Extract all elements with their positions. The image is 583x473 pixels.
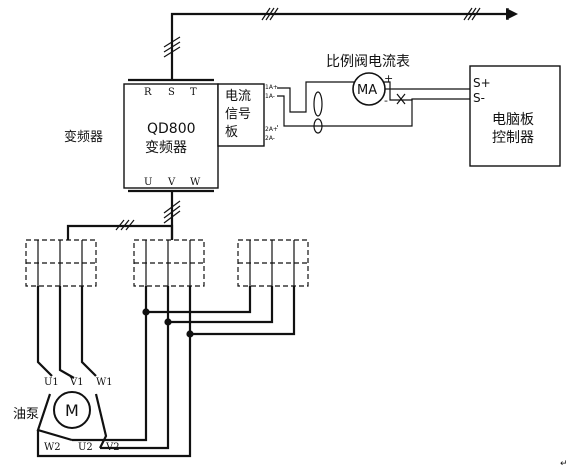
power-feed-line	[163, 7, 518, 80]
motor-terminal-w2: W2	[44, 442, 61, 453]
controller-line2: 控制器	[492, 130, 534, 146]
motor-symbol: M	[65, 401, 79, 420]
inverter-name: 变频器	[145, 140, 187, 156]
controller-block: S+ S- 电脑板 控制器	[469, 65, 561, 167]
output-bus	[66, 191, 181, 240]
terminal-t: T	[190, 87, 197, 98]
controller-s-plus: S+	[473, 76, 491, 90]
signal-board-line2: 信号	[225, 107, 251, 122]
ammeter-plus: +	[384, 72, 393, 85]
signal-board-line3: 板	[225, 125, 238, 140]
arrow-right-icon	[506, 8, 518, 20]
pin-2a-plus: 2A+	[265, 126, 278, 133]
ammeter-symbol: MA	[357, 83, 377, 98]
ammeter: 比例阀电流表 MA + -	[326, 54, 410, 107]
terminal-s: S	[168, 87, 175, 98]
controller-s-minus: S-	[473, 91, 485, 105]
ammeter-minus: -	[384, 94, 388, 107]
motor-wiring	[36, 236, 296, 458]
contactor-group-1	[25, 239, 97, 287]
pin-1a-minus: 1A-	[265, 93, 275, 100]
motor-terminal-v1: V1	[69, 377, 84, 388]
motor-terminal-u1: U1	[44, 377, 59, 388]
pin-2a-minus: 2A-	[265, 135, 275, 142]
motor-terminal-v2: V2	[105, 442, 120, 453]
pin-1a-plus: 1A+	[265, 84, 278, 91]
contactor-group-3	[237, 239, 309, 287]
signal-wiring	[277, 81, 470, 134]
ammeter-title: 比例阀电流表	[326, 54, 410, 70]
terminal-v: V	[167, 177, 176, 188]
terminal-u: U	[144, 177, 152, 188]
inverter-side-label: 变频器	[64, 129, 103, 145]
motor-terminal-u2: U2	[78, 442, 93, 453]
contactor-group-2	[133, 239, 205, 287]
oil-pump-motor: M 油泵 U1 V1 W1 W2 U2 V2	[13, 377, 120, 453]
signal-board-line1: 电流	[225, 89, 251, 104]
inverter-model: QD800	[147, 121, 196, 137]
motor-label: 油泵	[13, 407, 39, 422]
signal-board: 电流 信号 板 1A+ 1A- 2A+ 2A-	[217, 83, 278, 147]
terminal-r: R	[144, 87, 152, 98]
controller-line1: 电脑板	[492, 112, 534, 128]
motor-terminal-w1: W1	[96, 377, 113, 388]
return-mark: ↵	[560, 459, 568, 469]
terminal-w: W	[190, 177, 201, 188]
inverter-block: R S T QD800 变频器 U V W 变频器	[64, 78, 219, 193]
